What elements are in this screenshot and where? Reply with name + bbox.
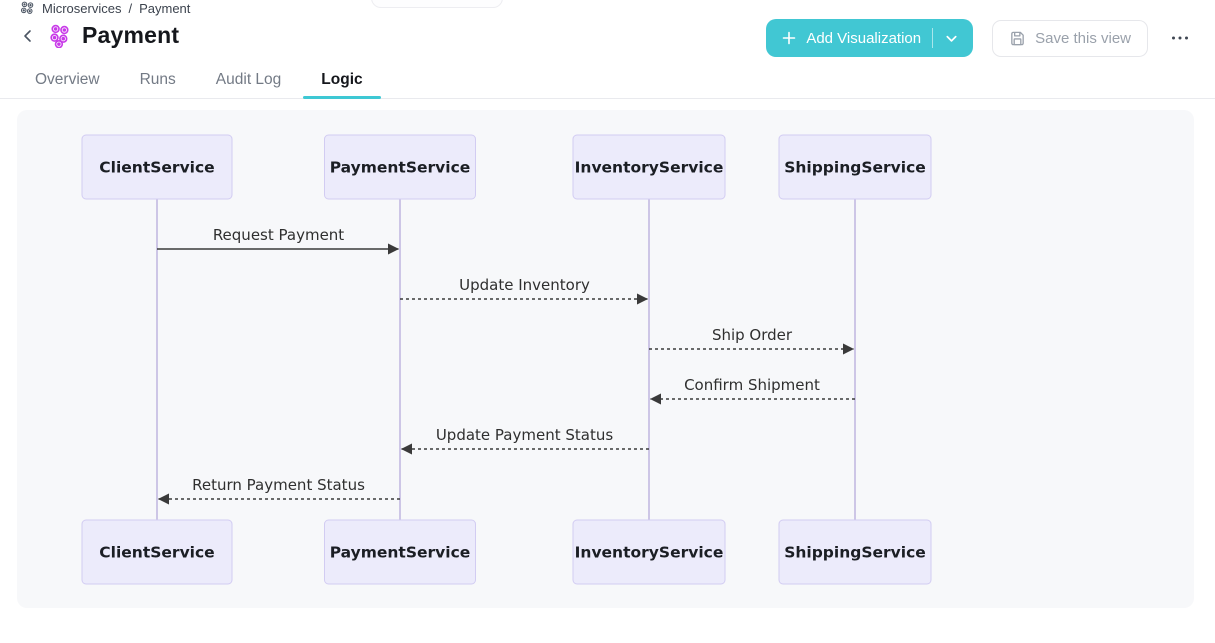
tab-logic[interactable]: Logic	[303, 61, 380, 98]
breadcrumb: Microservices / Payment	[20, 1, 190, 16]
header-actions: Add Visualization Save this view	[766, 19, 1193, 57]
chevron-down-icon[interactable]	[944, 31, 959, 46]
more-options-button[interactable]	[1167, 31, 1193, 45]
sequence-diagram: ClientServicePaymentServiceInventoryServ…	[17, 110, 1194, 608]
back-button[interactable]	[18, 26, 38, 46]
floating-toolbar-fragment	[371, 0, 503, 8]
participant-label: ShippingService	[784, 159, 926, 177]
cluster-icon-accent	[49, 24, 71, 48]
participant-label: ClientService	[99, 544, 214, 562]
page-title: Payment	[82, 22, 179, 49]
participant-label: ShippingService	[784, 544, 926, 562]
button-divider	[932, 28, 933, 48]
tab-overview[interactable]: Overview	[17, 61, 118, 98]
breadcrumb-root[interactable]: Microservices	[42, 1, 121, 16]
participant-label: PaymentService	[330, 159, 471, 177]
participant-label: InventoryService	[575, 159, 724, 177]
chevron-left-icon	[20, 28, 36, 44]
add-visualization-button[interactable]: Add Visualization	[766, 19, 973, 57]
participant-label: InventoryService	[575, 544, 724, 562]
tab-runs[interactable]: Runs	[122, 61, 194, 98]
participant-label: ClientService	[99, 159, 214, 177]
save-view-label: Save this view	[1035, 30, 1131, 47]
diagram-panel: ClientServicePaymentServiceInventoryServ…	[17, 110, 1194, 608]
page-header: Payment	[18, 22, 179, 49]
message-label: Request Payment	[213, 226, 344, 244]
save-icon	[1009, 30, 1026, 47]
message-label: Ship Order	[712, 326, 793, 344]
plus-icon	[781, 30, 797, 46]
tab-audit-log[interactable]: Audit Log	[198, 61, 300, 98]
save-view-button[interactable]: Save this view	[992, 20, 1148, 57]
message-label: Return Payment Status	[192, 476, 365, 494]
message-label: Update Inventory	[459, 276, 590, 294]
participant-label: PaymentService	[330, 544, 471, 562]
breadcrumb-separator: /	[128, 1, 132, 16]
add-visualization-label: Add Visualization	[806, 30, 921, 47]
breadcrumb-current[interactable]: Payment	[139, 1, 190, 16]
ellipsis-icon	[1171, 35, 1189, 41]
tab-bar: Overview Runs Audit Log Logic	[0, 61, 1215, 99]
message-label: Confirm Shipment	[684, 376, 820, 394]
message-label: Update Payment Status	[436, 426, 614, 444]
cluster-icon	[20, 1, 35, 16]
